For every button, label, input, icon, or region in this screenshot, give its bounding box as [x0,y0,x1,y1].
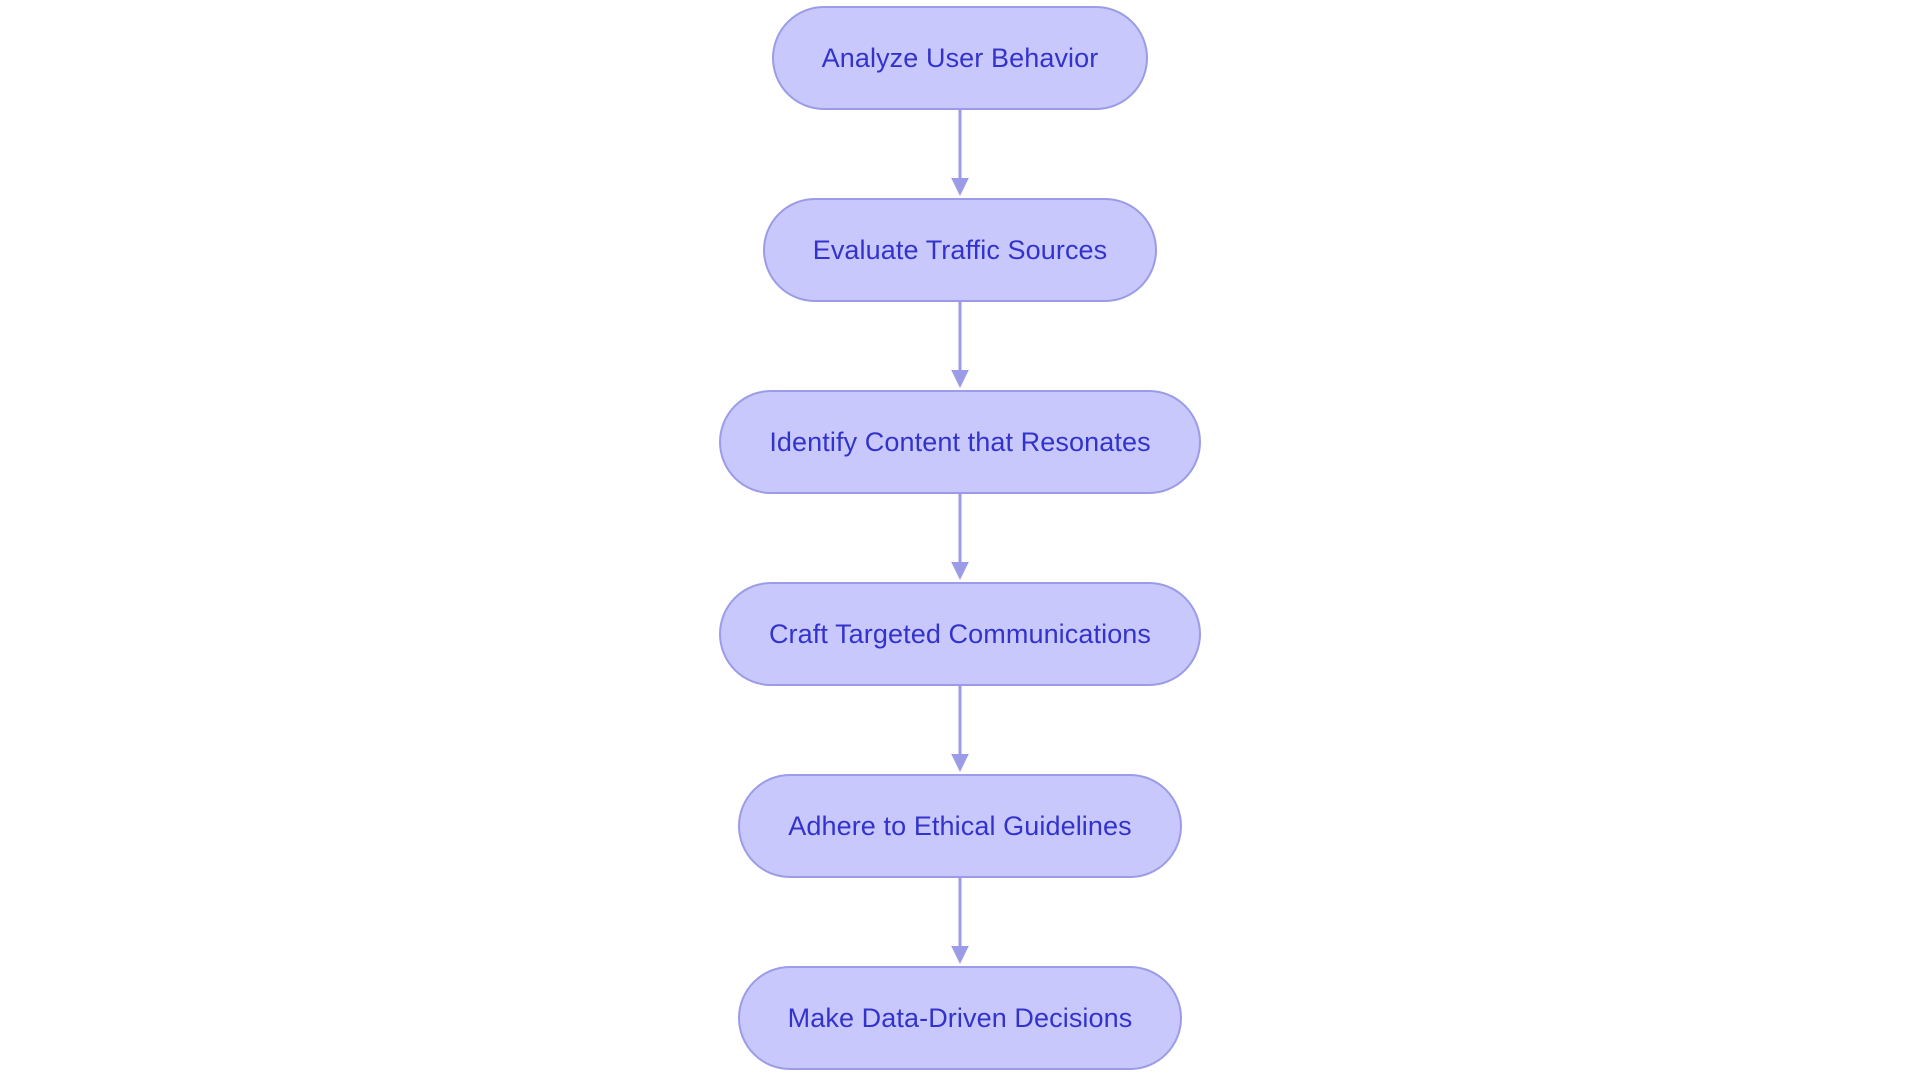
arrowhead-icon [951,178,969,196]
flow-node-label: Make Data-Driven Decisions [787,1002,1133,1033]
arrowhead-icon [951,754,969,772]
flow-node-make-data-driven-decisions[interactable]: Make Data-Driven Decisions [737,966,1183,1070]
flow-node-identify-content-that-resonates[interactable]: Identify Content that Resonates [719,390,1201,494]
flow-edge-n5-n6 [947,878,973,966]
flow-node-label: Analyze User Behavior [821,42,1099,73]
flow-node-label: Adhere to Ethical Guidelines [788,810,1132,841]
flow-node-craft-targeted-communications[interactable]: Craft Targeted Communications [718,582,1202,686]
flow-edge-n2-n3 [947,302,973,390]
flow-node-adhere-to-ethical-guidelines[interactable]: Adhere to Ethical Guidelines [738,774,1182,878]
flow-edge-n4-n5 [947,686,973,774]
flow-node-analyze-user-behavior[interactable]: Analyze User Behavior [771,6,1149,110]
arrowhead-icon [951,946,969,964]
flow-node-label: Identify Content that Resonates [769,426,1151,457]
flow-node-label: Evaluate Traffic Sources [812,234,1108,265]
flow-edge-n1-n2 [947,110,973,198]
arrowhead-icon [951,370,969,388]
flow-node-label: Craft Targeted Communications [768,618,1152,649]
flow-edge-n3-n4 [947,494,973,582]
flow-node-evaluate-traffic-sources[interactable]: Evaluate Traffic Sources [762,198,1158,302]
arrowhead-icon [951,562,969,580]
